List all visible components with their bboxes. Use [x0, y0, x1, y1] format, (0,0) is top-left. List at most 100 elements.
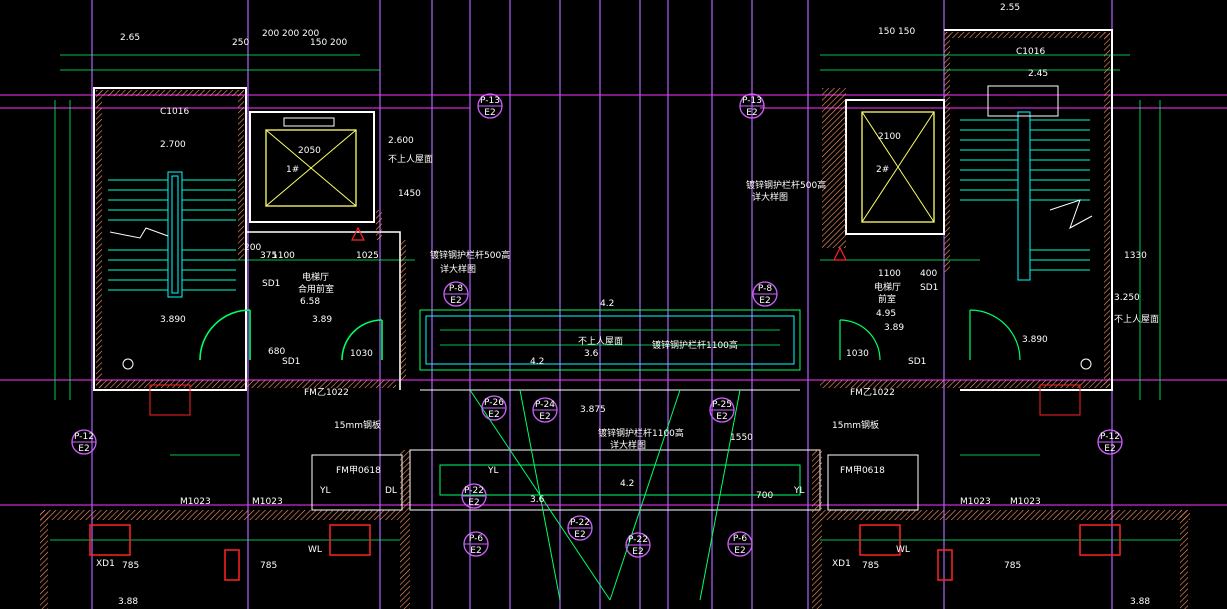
axis-tag-id: P-8 [449, 284, 463, 294]
hydrant-markers [122, 226, 1092, 370]
axis-tag-id: P-13 [480, 96, 500, 106]
axis-tag-sub: E2 [470, 546, 481, 556]
axis-tag-id: P-22 [570, 518, 590, 528]
left-room-elev: 3.89 [312, 315, 332, 325]
right-area: 4.95 [876, 309, 896, 319]
center-note: 不上人屋面 [578, 336, 623, 347]
left-roof-note: 不上人屋面 [388, 154, 433, 165]
yl-right: YL [793, 486, 805, 496]
right-room-a: 电梯厅 [874, 281, 901, 293]
top-left-250: 250 [232, 38, 249, 48]
axis-tag-sub: E2 [1104, 444, 1115, 454]
axis-tag-id: P-22 [464, 486, 484, 496]
right-elevator-shaft [822, 88, 945, 248]
axis-tag-id: P-8 [758, 284, 772, 294]
left-dim-375: 375 [260, 251, 277, 261]
left-dim-1025: 1025 [356, 251, 379, 261]
left-stair-elev: 2.700 [160, 140, 186, 150]
right-lobby-doors [839, 309, 1021, 361]
fence-note-center-2: 镀锌钢护栏杆1100高 [598, 427, 684, 439]
bottom-walls [40, 384, 1190, 609]
fence-note-right: 镀锌钢护栏杆500高 [746, 179, 826, 191]
right-elev-box-dim: 2100 [878, 132, 901, 142]
fence-note-left: 镀锌钢护栏杆500高 [430, 249, 510, 261]
axis-tag-sub: E2 [484, 108, 495, 118]
axis-tag-sub: E2 [632, 547, 643, 557]
axis-tag-sub: E2 [574, 530, 585, 540]
left-elevator-name: 1# [286, 165, 299, 175]
c1016-left: C1016 [160, 107, 189, 117]
left-room-b: 合用前室 [298, 283, 334, 295]
bottom-dim-785-left: 785 [122, 561, 139, 571]
right-dim-1030: 1030 [846, 349, 869, 359]
pipe-note-right: 15mm钢板 [832, 419, 879, 431]
right-roof-elev: 3.250 [1114, 293, 1140, 303]
right-stair-elev: 2.45 [1028, 69, 1048, 79]
right-stair-treads [960, 85, 1093, 281]
axis-tag-id: P-6 [733, 534, 747, 544]
top-left-dims-2: 150 200 [310, 38, 347, 48]
axis-tag-id: P-13 [742, 96, 762, 106]
axis-tag: P-8E2 [443, 281, 469, 307]
bottom-dim-785-left2: 785 [260, 561, 277, 571]
left-room-a: 电梯厅 [302, 271, 329, 283]
left-dim-1100: 1100 [272, 251, 295, 261]
left-stair-elev-2: 3.890 [160, 315, 186, 325]
left-roof-elev: 2.600 [388, 136, 414, 146]
fmj-right: FM甲0618 [840, 465, 885, 476]
center-dim-700: 700 [756, 491, 773, 501]
center-elev-5: 3.6 [530, 495, 545, 505]
axis-tag-id: P-12 [1100, 432, 1120, 442]
top-right-dims: 150 150 [878, 27, 915, 37]
detail-note-left: 详大样图 [440, 263, 476, 275]
pipe-note-left: 15mm钢板 [334, 419, 381, 431]
sd1-right-2: SD1 [908, 357, 926, 367]
axis-tag-id: P-26 [484, 398, 504, 408]
right-dim-400: 400 [920, 269, 937, 279]
left-elev-box-dim: 2050 [298, 146, 321, 156]
right-stair-elev-2: 3.890 [1022, 335, 1048, 345]
fence-note-center: 镀锌钢护栏杆1100高 [652, 339, 738, 351]
center-elev-6: 4.2 [620, 479, 634, 489]
axis-tag-sub: E2 [716, 412, 727, 422]
axis-tags: P-13E2P-13E2P-8E2P-8E2P-12E2P-12E2P-26E2… [71, 93, 1123, 558]
bottom-left-elev: 3.88 [118, 597, 138, 607]
axis-tag-sub: E2 [539, 412, 550, 422]
right-stair-walls [820, 29, 1113, 391]
axis-tag-sub: E2 [78, 444, 89, 454]
sd1-left-2: SD1 [282, 357, 300, 367]
axis-tag-sub: E2 [468, 498, 479, 508]
axis-tag: P-8E2 [752, 281, 778, 307]
axis-tag-id: P-6 [469, 534, 483, 544]
dimension-lines [50, 54, 1180, 541]
detail-note-right: 详大样图 [752, 191, 788, 203]
fmc-left: FM乙1022 [304, 387, 349, 398]
right-room-elev: 3.89 [884, 323, 904, 333]
axis-tag-sub: E2 [488, 410, 499, 420]
fmj-left: FM甲0618 [336, 465, 381, 476]
right-elevator-name: 2# [876, 165, 889, 175]
m1023-right: M1023 [960, 497, 991, 507]
top-right-elev: 2.55 [1000, 3, 1020, 13]
top-left-dims: 200 200 200 [262, 29, 320, 39]
yl-center: YL [487, 466, 499, 476]
left-lobby-walls [199, 210, 406, 390]
xd-left: XD1 [96, 559, 115, 569]
axis-tag: P-6E2 [727, 531, 753, 557]
left-elevator-shaft [249, 111, 375, 223]
right-dim-1100: 1100 [878, 269, 901, 279]
center-dim-1550: 1550 [730, 433, 753, 443]
axis-tag: P-6E2 [463, 531, 489, 557]
left-dim-1450: 1450 [398, 189, 421, 199]
sd1-right: SD1 [920, 283, 938, 293]
bottom-dim-785-right2: 785 [1004, 561, 1021, 571]
left-stair-walls [93, 87, 396, 391]
axis-tag-id: P-12 [74, 432, 94, 442]
